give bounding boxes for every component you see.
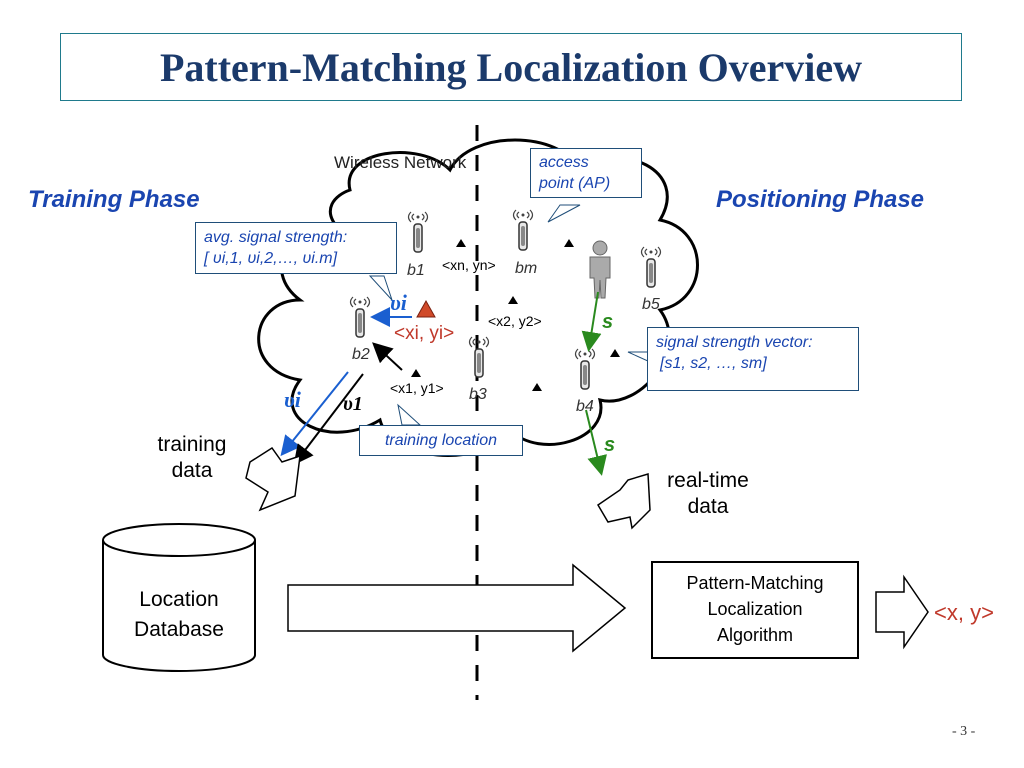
large-arrow-icon <box>287 563 627 653</box>
person-icon <box>589 240 611 299</box>
signal-vector-line2: [s1, s2, …, sm] <box>660 355 767 372</box>
realtime-data-label: real-time data <box>650 468 766 520</box>
s-symbol-top: s <box>602 311 614 333</box>
realtime-data-line2: data <box>687 495 729 518</box>
signal-vector-callout: signal strength vector: [s1, s2, …, sm] <box>647 327 859 391</box>
coord-x1: <x1, y1> <box>390 380 444 396</box>
beacon-b1-label: b1 <box>407 262 425 279</box>
algorithm-line1: Pattern-Matching <box>686 573 824 593</box>
beacon-bm-label: bm <box>515 260 538 277</box>
location-db-label: Location Database <box>103 585 255 645</box>
algorithm-box <box>651 561 859 659</box>
s-symbol-bottom: s <box>604 434 616 456</box>
access-point-line1: access <box>539 154 589 171</box>
upsilon-i-bottom: υi <box>284 387 301 412</box>
training-data-line1: training <box>157 433 227 456</box>
output-coordinates: <x, y> <box>934 600 994 625</box>
training-phase-label: Training Phase <box>28 186 200 213</box>
target-triangle-icon <box>416 299 436 318</box>
positioning-phase-label: Positioning Phase <box>716 186 925 213</box>
upsilon-i-top: υi <box>390 290 407 315</box>
arrow-block-icon <box>596 473 651 530</box>
output-arrow-icon <box>875 574 929 650</box>
coord-xn: <xn, yn> <box>442 257 496 273</box>
cloud-title: Wireless Network <box>334 153 467 172</box>
coord-xi: <xi, yi> <box>394 323 455 344</box>
title-box: Pattern-Matching Localization Overview <box>60 33 962 101</box>
access-point-callout: access point (AP) <box>530 148 642 198</box>
beacon-b5-label: b5 <box>642 296 660 313</box>
upsilon-1: υ1 <box>343 393 363 415</box>
arrow-block-icon <box>245 446 301 512</box>
cylinder-db-icon <box>102 523 256 672</box>
algorithm-line3: Algorithm <box>716 625 794 645</box>
algorithm-label: Pattern-Matching Localization Algorithm <box>652 570 858 648</box>
algorithm-line2: Localization <box>707 599 803 619</box>
page-number: - 3 - <box>952 724 976 739</box>
access-point-line2: point (AP) <box>539 175 611 192</box>
realtime-data-line1: real-time <box>667 469 749 492</box>
signal-vector-line1: signal strength vector: <box>656 334 813 351</box>
training-data-line2: data <box>171 459 213 482</box>
coord-x2: <x2, y2> <box>488 313 542 329</box>
avg-signal-line2: [ υi,1, υi,2,…, υi.m] <box>204 250 338 267</box>
beacon-b3-label: b3 <box>469 386 487 403</box>
location-db-line1: Location <box>139 588 219 611</box>
beacon-b2-label: b2 <box>352 346 370 363</box>
page-title: Pattern-Matching Localization Overview <box>159 44 863 90</box>
triangle-marker-icon <box>411 239 620 391</box>
avg-signal-callout: avg. signal strength: [ υi,1, υi,2,…, υi… <box>195 222 397 274</box>
training-data-label: training data <box>140 432 244 484</box>
avg-signal-line1: avg. signal strength: <box>204 229 348 246</box>
beacon-b4-label: b4 <box>576 398 594 415</box>
training-location-callout: training location <box>359 425 523 456</box>
location-db-line2: Database <box>134 618 224 641</box>
